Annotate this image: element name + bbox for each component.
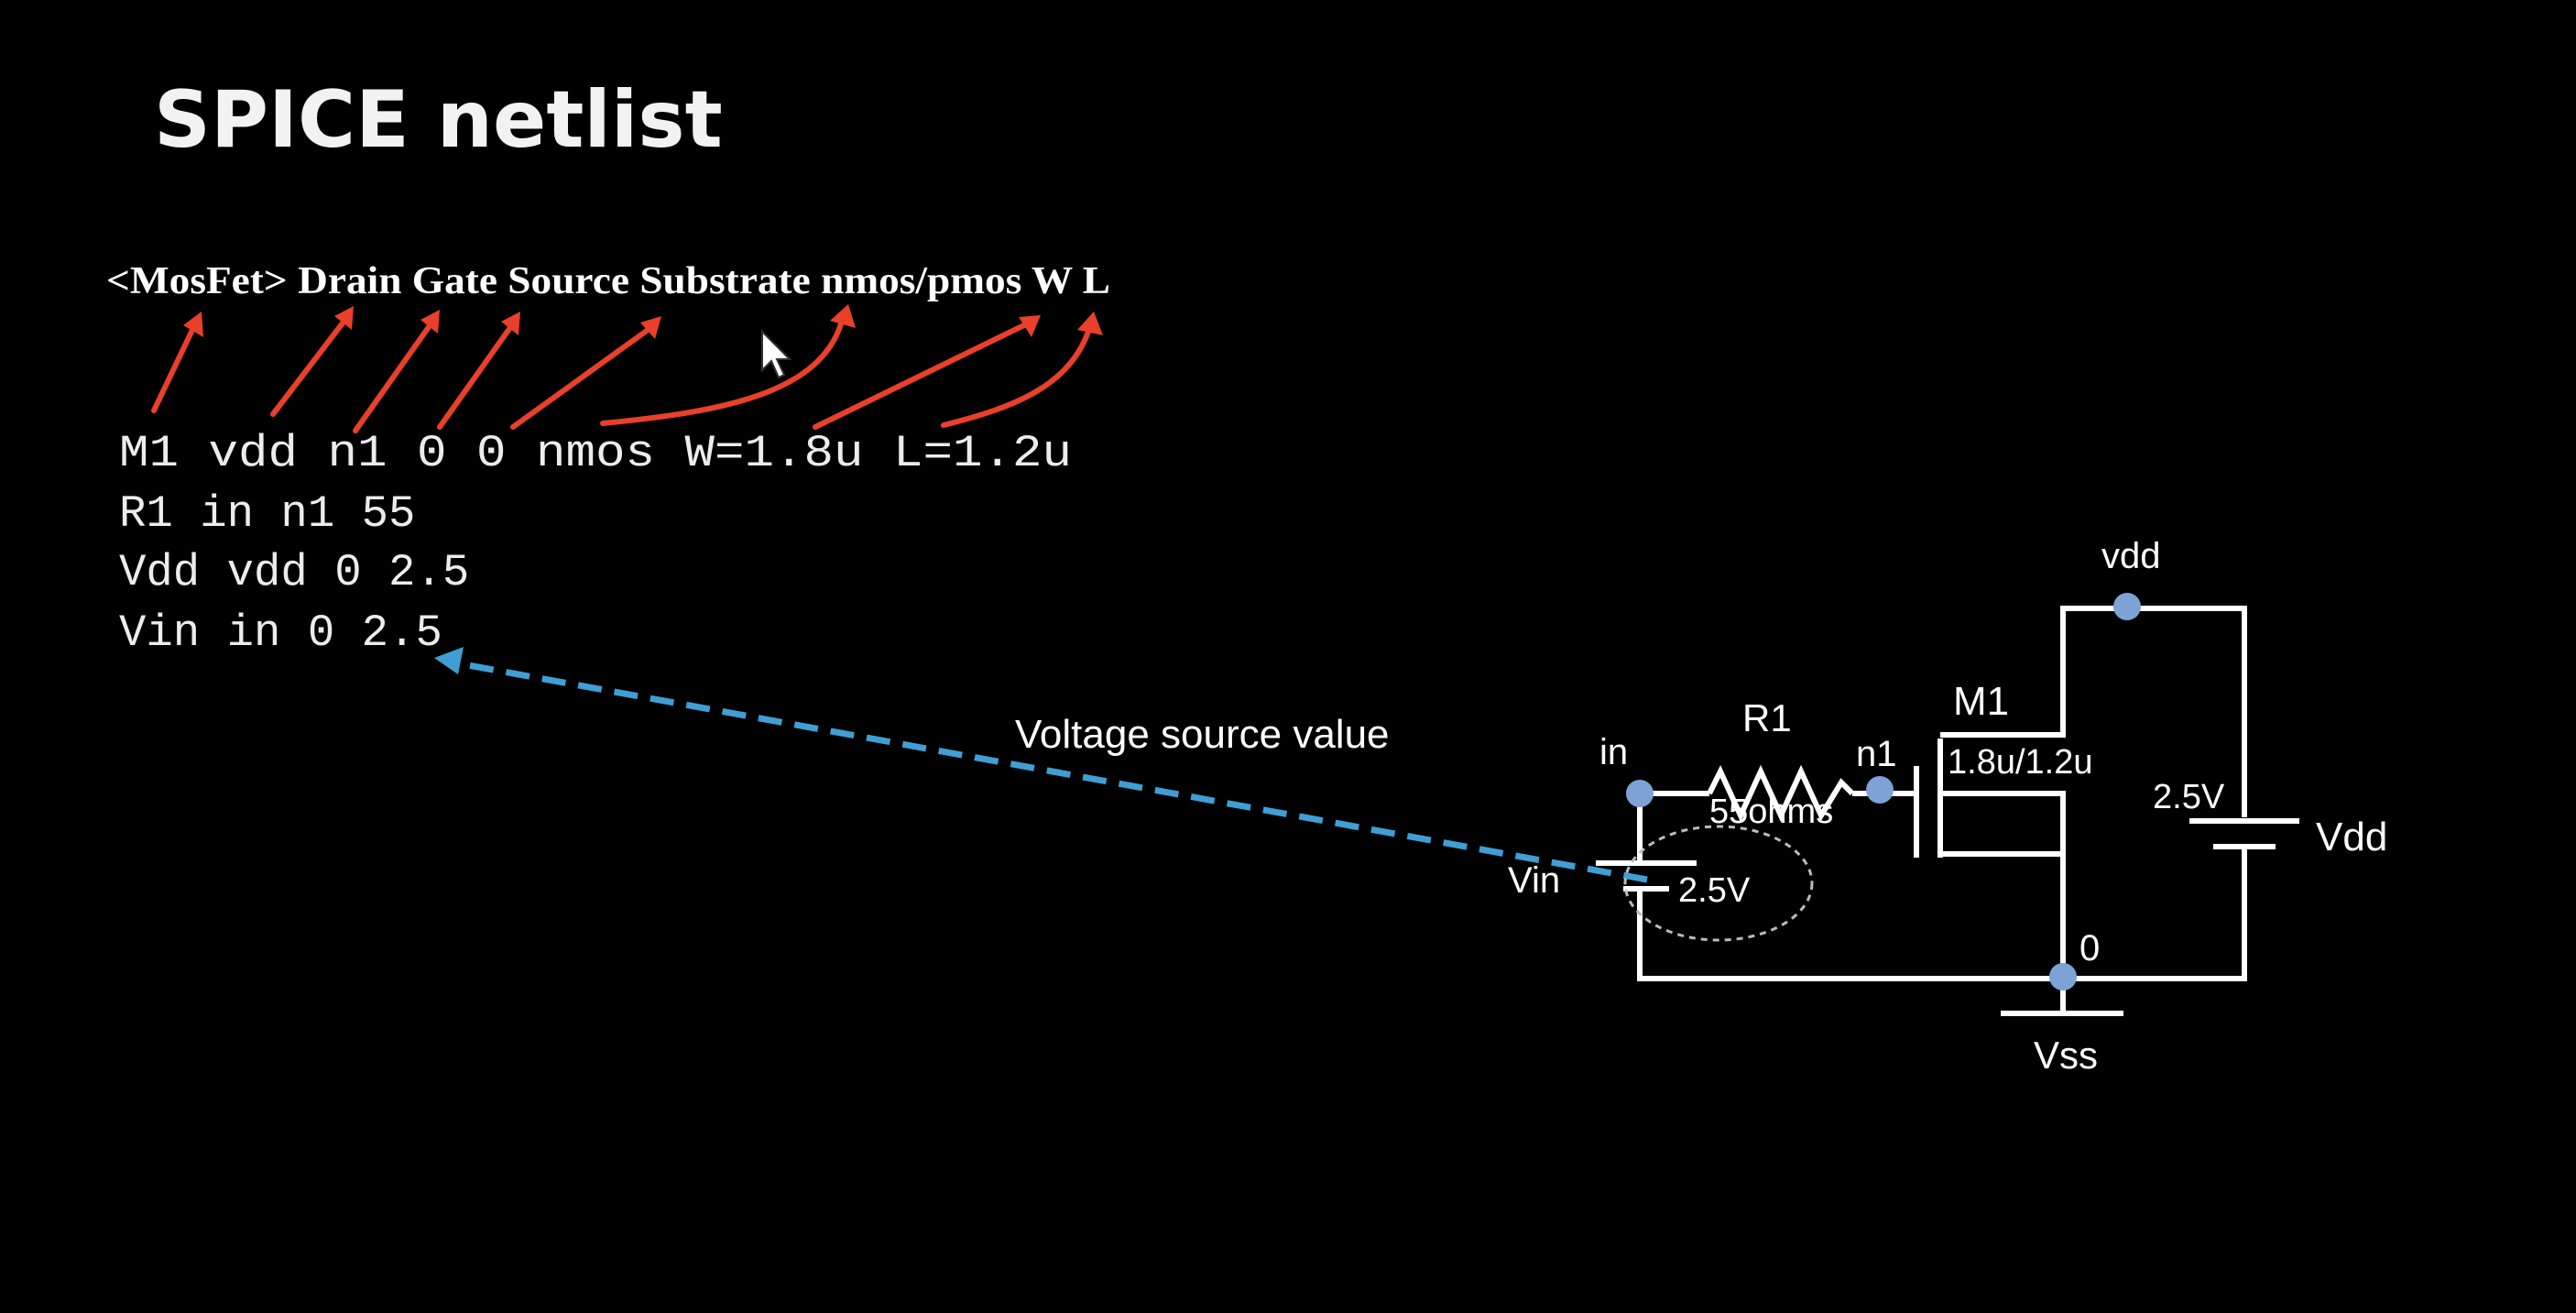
label-n1: n1 <box>1856 734 1897 774</box>
label-vin-value: 2.5V <box>1678 871 1751 910</box>
arrow-source <box>437 323 514 430</box>
arrow-substrate <box>510 325 653 430</box>
vdd-bottom-wire <box>1637 845 2247 981</box>
node-n1-dot <box>1866 776 1894 804</box>
vin-highlight-ellipse <box>1623 825 1814 942</box>
arrow-drain <box>270 318 347 417</box>
mouse-cursor-icon <box>761 329 792 379</box>
netlist-syntax-header: <MosFet> Drain Gate Source Substrate nmo… <box>106 260 1110 302</box>
label-vdd-node: vdd <box>2101 536 2161 576</box>
label-in: in <box>1599 732 1628 772</box>
label-r1: R1 <box>1742 696 1792 739</box>
label-vdd-value: 2.5V <box>2153 778 2225 816</box>
arrow-gate <box>353 322 433 433</box>
netlist-line: M1 vdd n1 0 0 nmos W=1.8u L=1.2u <box>119 428 1072 479</box>
annotation-label: Voltage source value <box>1015 712 1390 757</box>
drain-wire <box>1940 606 2247 817</box>
arrow-length <box>941 323 1093 428</box>
label-m1: M1 <box>1953 679 2009 724</box>
slide-title: SPICE netlist <box>154 74 723 166</box>
label-vin: Vin <box>1508 860 1560 901</box>
dashed-arrow <box>457 660 1648 883</box>
node-vdd-dot <box>2113 593 2141 620</box>
netlist-line: Vdd vdd 0 2.5 <box>119 547 469 598</box>
circuit-schematic: in R1 55ohms n1 M1 1.8u/1.2u vdd 2.5V Vd… <box>1508 536 2387 1077</box>
arrow-nmos <box>600 314 846 426</box>
netlist-line: R1 in n1 55 <box>119 488 415 540</box>
label-mosfet-size: 1.8u/1.2u <box>1948 743 2092 782</box>
resistor-r1 <box>1707 764 1855 823</box>
label-vss: Vss <box>2034 1034 2098 1077</box>
arrow-mosfet <box>151 327 195 413</box>
arrow-width <box>813 320 1032 430</box>
label-vdd-source: Vdd <box>2316 815 2387 859</box>
netlist-line: Vin in 0 2.5 <box>119 607 442 659</box>
source-wire <box>1940 791 2066 857</box>
dashed-arrowhead <box>434 647 464 674</box>
label-55ohms: 55ohms <box>1709 793 1833 831</box>
node-in-dot <box>1626 780 1654 807</box>
netlist-code: M1 vdd n1 0 0 nmos W=1.8u L=1.2u R1 in n… <box>119 428 1072 659</box>
label-node-0: 0 <box>2079 928 2100 968</box>
voltage-source-annotation: Voltage source value <box>434 647 1648 883</box>
node-0-dot <box>2049 963 2077 990</box>
syntax-pointer-arrows <box>151 304 1103 433</box>
